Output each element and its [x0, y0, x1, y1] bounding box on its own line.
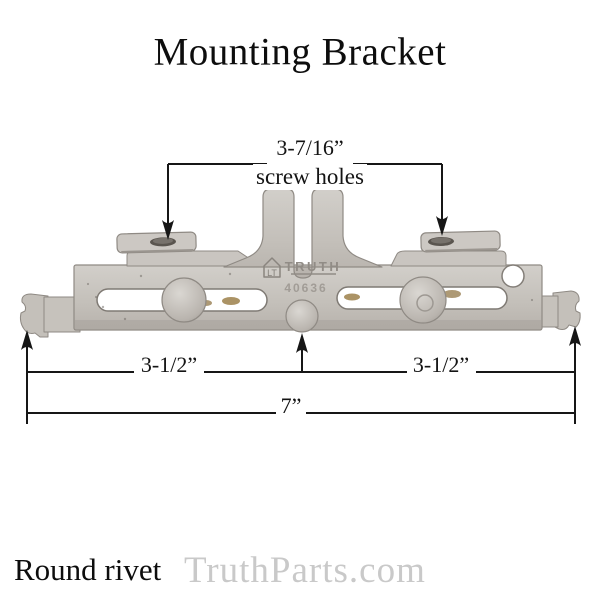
left-hook-end	[19, 293, 49, 338]
caption-round-rivet: Round rivet	[14, 552, 162, 587]
right-rivet-dimple	[416, 294, 434, 312]
right-rivet	[399, 276, 447, 324]
right-hook-end	[552, 290, 581, 330]
brass-stain	[222, 297, 240, 305]
dim-extension-left	[21, 330, 33, 424]
arrow-up-icon	[296, 333, 308, 353]
dim-extension-center	[296, 333, 308, 372]
watermark-truthparts: TruthParts.com	[184, 550, 426, 591]
dim-label-right-span: 3-1/2”	[409, 352, 473, 378]
right-raised-block	[390, 250, 507, 267]
mounting-hole	[501, 264, 525, 288]
dim-label-screw-span: 3-7/16”	[273, 135, 347, 161]
dim-label-left-span: 3-1/2”	[137, 352, 201, 378]
dim-label-screw-holes: screw holes	[253, 164, 367, 190]
center-round-rivet	[285, 299, 319, 333]
arrow-down-icon	[162, 220, 174, 240]
left-screw-tab	[116, 231, 197, 254]
left-rivet	[161, 277, 207, 323]
bracket-body: LT TRUTH 40636	[19, 188, 581, 338]
dim-label-total-span: 7”	[277, 393, 305, 419]
arrow-up-icon	[569, 326, 581, 346]
brass-stain	[443, 290, 461, 298]
dim-screw-holes	[162, 163, 448, 240]
truth-logo: LT TRUTH	[263, 257, 342, 278]
truth-monogram: LT	[267, 268, 277, 278]
truth-house-icon	[263, 257, 281, 278]
page-title: Mounting Bracket	[153, 30, 447, 74]
dim-extension-right	[569, 326, 581, 424]
center-tower	[223, 188, 383, 279]
right-screw-tab	[420, 230, 501, 253]
dimension-annotations	[21, 163, 581, 424]
truth-brand-stamp: TRUTH	[285, 259, 342, 274]
part-number-stamp: 40636	[284, 281, 327, 295]
arrow-up-icon	[21, 330, 33, 350]
brass-stain	[344, 293, 360, 301]
arrow-down-icon	[436, 216, 448, 236]
surface-speckles	[86, 272, 534, 321]
